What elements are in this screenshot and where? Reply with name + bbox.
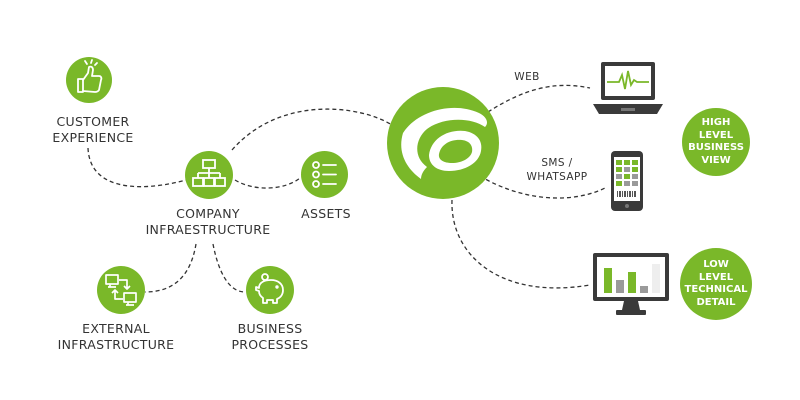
label-line: DETAIL bbox=[696, 296, 736, 308]
label-line: BUSINESS bbox=[688, 142, 744, 153]
business-processes-node bbox=[246, 266, 294, 314]
laptop-icon bbox=[593, 62, 663, 114]
link-company-external bbox=[144, 243, 197, 293]
label-line: EXPERIENCE bbox=[52, 130, 134, 145]
label-line: PROCESSES bbox=[231, 337, 309, 352]
monitor-icon bbox=[593, 253, 669, 315]
label-line: LOW bbox=[703, 259, 729, 270]
label-line: COMPANY bbox=[176, 206, 240, 221]
customer-experience-node bbox=[66, 57, 112, 103]
high-level-view-label: HIGH LEVEL BUSINESS VIEW bbox=[688, 117, 744, 167]
link-hub-laptop bbox=[487, 84, 591, 113]
high-level-view-badge bbox=[682, 108, 750, 176]
smartphone-icon bbox=[611, 151, 643, 211]
hub-node bbox=[387, 87, 499, 199]
label-line: LEVEL bbox=[698, 129, 734, 141]
label-line: VIEW bbox=[701, 154, 731, 166]
label-line: INFRASTRUCTURE bbox=[57, 337, 175, 352]
thumbs-up-icon bbox=[77, 59, 103, 93]
label-line: SMS / bbox=[541, 157, 573, 169]
business-processes-label: BUSINESS PROCESSES bbox=[231, 321, 308, 353]
label-line: INFRAESTRUCTURE bbox=[145, 222, 271, 237]
network-computers-icon bbox=[105, 274, 137, 306]
company-infrastructure-label: COMPANY INFRAESTRUCTURE bbox=[146, 206, 271, 238]
label-line: ASSETS bbox=[301, 206, 351, 221]
sms-whatsapp-label: SMS / WHATSAPP bbox=[527, 156, 588, 184]
customer-experience-label: CUSTOMER EXPERIENCE bbox=[52, 114, 133, 146]
assets-label: ASSETS bbox=[301, 206, 351, 222]
link-company-hub bbox=[231, 108, 393, 151]
org-chart-icon bbox=[192, 159, 226, 187]
piggy-bank-icon bbox=[255, 273, 284, 304]
assets-node bbox=[301, 151, 348, 198]
label-line: WEB bbox=[514, 71, 540, 83]
label-line: EXTERNAL bbox=[82, 321, 150, 336]
company-infrastructure-node bbox=[185, 151, 233, 199]
link-hub-phone bbox=[479, 175, 606, 199]
label-line: CUSTOMER bbox=[56, 114, 130, 129]
label-line: BUSINESS bbox=[237, 321, 303, 336]
link-company-assets bbox=[234, 177, 301, 189]
web-label: WEB bbox=[514, 70, 539, 84]
external-infrastructure-node bbox=[97, 266, 145, 314]
low-level-detail-label: LOW LEVEL TECHNICAL DETAIL bbox=[685, 259, 748, 309]
label-line: WHATSAPP bbox=[526, 171, 588, 183]
label-line: HIGH bbox=[701, 117, 731, 128]
external-infrastructure-label: EXTERNAL INFRASTRUCTURE bbox=[58, 321, 175, 353]
panda-logo-icon bbox=[401, 107, 487, 179]
list-icon bbox=[312, 161, 337, 188]
link-hub-monitor bbox=[451, 199, 591, 289]
link-company-business bbox=[212, 243, 246, 293]
label-line: TECHNICAL bbox=[684, 284, 748, 295]
low-level-detail-badge bbox=[680, 248, 752, 320]
label-line: LEVEL bbox=[698, 271, 734, 283]
link-customer-company bbox=[87, 147, 187, 188]
